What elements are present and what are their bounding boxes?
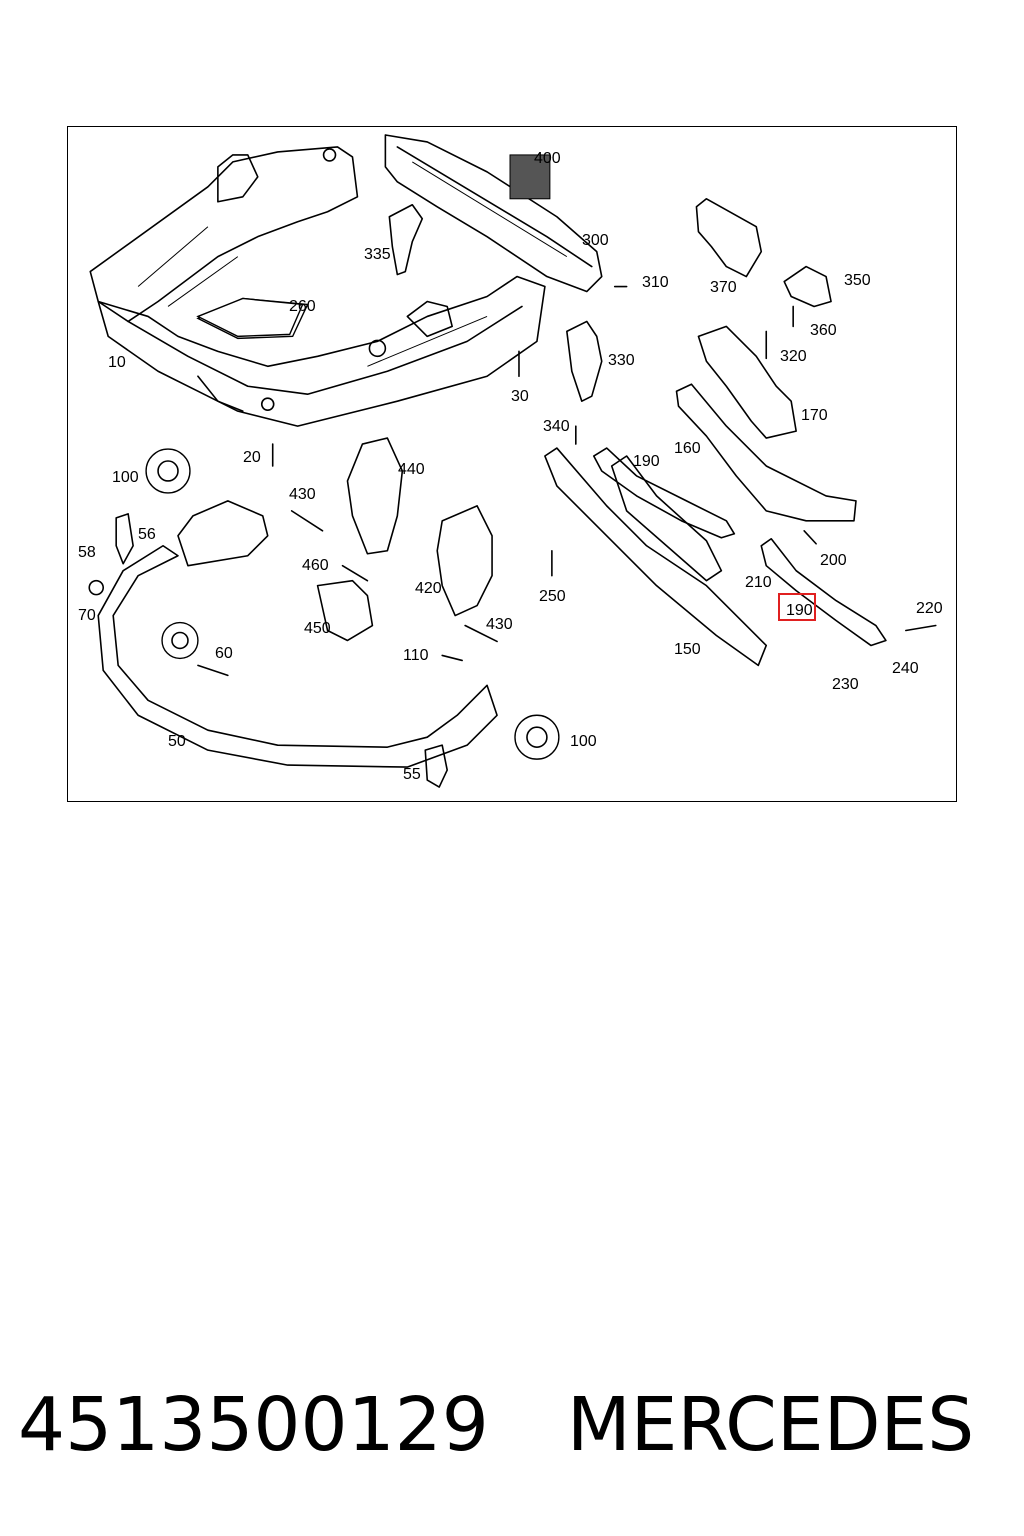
- arm-part-190-upper: [592, 447, 736, 539]
- label-210: 210: [745, 574, 772, 591]
- mount-part-450: [316, 579, 374, 642]
- label-190-upper: 190: [633, 453, 660, 470]
- label-420: 420: [415, 580, 442, 597]
- label-100-left: 100: [112, 469, 139, 486]
- label-360: 360: [810, 322, 837, 339]
- carrier-part-50-inner: [177, 500, 269, 567]
- label-150: 150: [674, 641, 701, 658]
- arm-part-190-highlighted: [760, 537, 887, 647]
- bolt-group: [197, 285, 937, 677]
- label-300: 300: [582, 232, 609, 249]
- bracket-part-56: [115, 513, 134, 565]
- label-220: 220: [916, 600, 943, 617]
- label-30: 30: [511, 388, 529, 405]
- plate-part-370: [695, 197, 763, 278]
- label-340: 340: [543, 418, 570, 435]
- label-20: 20: [243, 449, 261, 466]
- footer: 4513500129 MERCEDES: [18, 1370, 1008, 1480]
- label-460: 460: [302, 557, 329, 574]
- label-450: 450: [304, 620, 331, 637]
- brand-name: MERCEDES: [566, 1382, 975, 1468]
- label-310: 310: [642, 274, 669, 291]
- label-56: 56: [138, 526, 156, 543]
- crossmember-part-300: [384, 134, 603, 293]
- panel-part-260: [196, 297, 304, 338]
- label-190-highlighted: 190: [786, 602, 813, 619]
- carrier-part-50: [97, 544, 498, 768]
- bracket-part-440: [346, 437, 404, 555]
- label-160: 160: [674, 440, 701, 457]
- label-70: 70: [78, 607, 96, 624]
- bracket-part-350: [783, 265, 832, 308]
- label-230: 230: [832, 676, 859, 693]
- shield-part-420: [436, 505, 493, 617]
- washer-part-70: [88, 579, 105, 596]
- label-55: 55: [403, 766, 421, 783]
- label-58: 58: [78, 544, 96, 561]
- label-200: 200: [820, 552, 847, 569]
- label-335: 335: [364, 246, 391, 263]
- label-50: 50: [168, 733, 186, 750]
- bracket-part-55: [424, 744, 448, 788]
- label-400: 400: [534, 150, 561, 167]
- label-430-upper: 430: [289, 486, 316, 503]
- label-10: 10: [108, 354, 126, 371]
- parts-diagram: 10 20 30 50 55 56 58 60 70 100 100 110 1…: [67, 126, 957, 802]
- label-250: 250: [539, 588, 566, 605]
- label-430-lower: 430: [486, 616, 513, 633]
- arm-part-150: [544, 447, 768, 667]
- label-240: 240: [892, 660, 919, 677]
- label-260: 260: [289, 298, 316, 315]
- bracket-part-330: [566, 320, 603, 402]
- label-370: 370: [710, 279, 737, 296]
- label-350: 350: [844, 272, 871, 289]
- label-100-right: 100: [570, 733, 597, 750]
- parts-drawing: [88, 134, 937, 788]
- bracket-part-335: [388, 203, 424, 276]
- arm-part-160: [675, 383, 857, 522]
- bushing-part-60: [161, 621, 199, 660]
- subframe-part-10: [89, 146, 546, 427]
- hub-part-100-left: [145, 448, 191, 494]
- label-330: 330: [608, 352, 635, 369]
- label-440: 440: [398, 461, 425, 478]
- highlight-box-190: [778, 593, 816, 621]
- arm-part-170: [697, 325, 797, 439]
- label-60: 60: [215, 645, 233, 662]
- label-320: 320: [780, 348, 807, 365]
- part-number: 4513500129: [18, 1382, 489, 1468]
- hub-part-100-right: [514, 714, 560, 760]
- label-170: 170: [801, 407, 828, 424]
- label-110: 110: [403, 647, 429, 664]
